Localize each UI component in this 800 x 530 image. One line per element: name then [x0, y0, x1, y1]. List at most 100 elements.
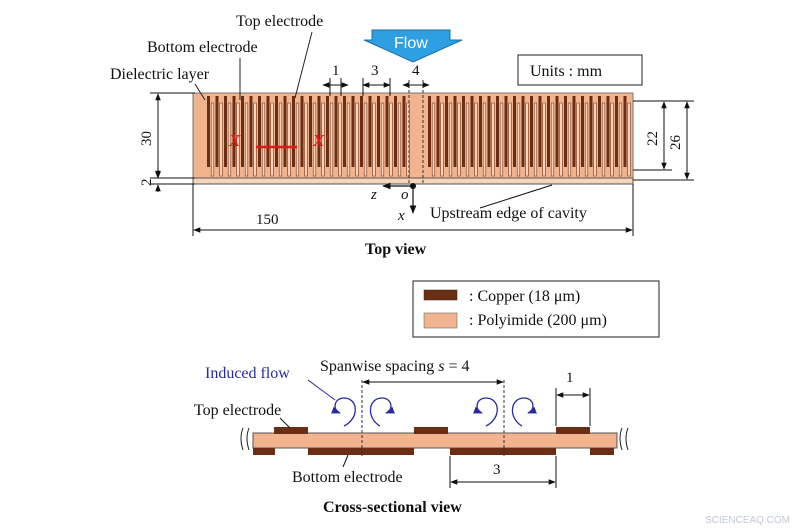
top-electrode-strip: [598, 96, 601, 167]
cross-bottom-electrode: [590, 448, 614, 455]
bottom-electrode-strip: [610, 102, 614, 177]
top-view: Flow Units : mm Top electrode Bottom ele…: [110, 13, 694, 258]
bottom-electrode-strip: [380, 102, 385, 177]
break-mark-right: [619, 427, 629, 451]
induced-flow-vortices: [331, 397, 537, 427]
cross-top-electrode: [274, 427, 308, 434]
top-electrode-strip: [453, 96, 457, 167]
bottom-electrode-strip: [346, 102, 351, 177]
bottom-electrode-strip: [253, 102, 257, 177]
cs-top-electrode-leader: [279, 417, 291, 429]
dim-26-label: 26: [668, 135, 684, 151]
section-label-start: X: [228, 131, 241, 150]
top-electrode-strip: [343, 96, 346, 167]
top-electrode-strip: [504, 96, 508, 167]
top-electrode-strip: [249, 96, 253, 167]
origin-label: o: [401, 187, 409, 203]
dim-2-label: 2: [139, 179, 155, 187]
bottom-electrode-label: Bottom electrode: [147, 39, 258, 56]
top-electrode-strip: [207, 96, 210, 167]
cs-top-electrode-label: Top electrode: [194, 402, 281, 419]
electrode-array: [207, 96, 631, 177]
top-view-caption: Top view: [365, 241, 427, 258]
bottom-electrode-strip: [567, 102, 572, 177]
top-electrode-strip: [564, 96, 567, 167]
top-electrode-strip: [470, 96, 474, 167]
cross-bottom-electrode: [450, 448, 556, 455]
bottom-electrode-strip: [372, 102, 376, 177]
bottom-electrode-strip: [304, 102, 308, 177]
top-electrode-strip: [538, 96, 542, 167]
bottom-electrode-strip: [550, 102, 555, 177]
bottom-electrode-strip: [559, 102, 563, 177]
induced-flow-leader: [307, 379, 336, 401]
spacing-symbol: s: [438, 358, 444, 375]
watermark: SCIENCEAQ.COM: [705, 515, 790, 526]
bottom-electrode-strip: [219, 102, 223, 177]
top-electrode-strip: [436, 96, 440, 167]
top-electrode-strip: [360, 96, 363, 167]
top-electrode-strip: [487, 96, 491, 167]
units-box: [517, 54, 643, 86]
top-electrode-strip: [275, 96, 278, 167]
bottom-electrode-strip: [516, 102, 521, 177]
break-mark-left: [240, 427, 250, 451]
top-electrode-strip: [623, 96, 627, 167]
bottom-electrode-strip: [236, 102, 240, 177]
top-electrode-strip: [309, 96, 312, 167]
dim-4-label: 4: [412, 63, 420, 79]
bottom-electrode-strip: [542, 102, 546, 177]
vortex-4: [511, 397, 537, 427]
bottom-electrode-strip: [389, 102, 393, 177]
dim-cs-1-label: 1: [566, 370, 574, 386]
bottom-electrode-strip: [576, 102, 580, 177]
top-electrode-strip: [258, 96, 261, 167]
top-electrode-strip: [428, 96, 431, 167]
top-electrode-strip: [377, 96, 380, 167]
bottom-electrode-strip: [338, 102, 342, 177]
legend-polyimide-swatch: [423, 312, 458, 329]
top-electrode-strip: [462, 96, 465, 167]
bottom-electrode-strip: [440, 102, 444, 177]
bottom-electrode-strip: [210, 102, 215, 177]
top-electrode-strip: [317, 96, 321, 167]
bottom-electrode-strip: [244, 102, 249, 177]
bottom-electrode-strip: [593, 102, 597, 177]
bottom-electrode-strip: [355, 102, 359, 177]
top-electrode-strip: [581, 96, 584, 167]
bottom-electrode-strip: [261, 102, 266, 177]
bottom-electrode-strip: [329, 102, 334, 177]
dim-cs-3-label: 3: [493, 462, 501, 478]
top-electrode-strip: [572, 96, 576, 167]
legend-polyimide-label: : Polyimide (200 μm): [469, 312, 607, 329]
top-electrode-strip: [402, 96, 406, 167]
upstream-edge-label: Upstream edge of cavity: [430, 205, 587, 222]
cross-bottom-electrode: [308, 448, 414, 455]
top-electrode-strip: [300, 96, 304, 167]
bottom-electrode-strip: [482, 102, 487, 177]
spacing-value: = 4: [448, 358, 469, 375]
legend-copper-label: : Copper (18 μm): [469, 288, 580, 305]
bottom-electrode-strip: [431, 102, 436, 177]
bottom-electrode-strip: [287, 102, 291, 177]
vortex-3: [473, 397, 498, 427]
flow-arrow: Flow: [363, 29, 463, 63]
bottom-electrode-strip: [474, 102, 478, 177]
bottom-electrode-strip: [584, 102, 589, 177]
legend-copper-swatch: [423, 289, 458, 301]
dielectric-layer-leader: [194, 83, 206, 101]
top-electrode-strip: [283, 96, 287, 167]
top-electrode-strip: [241, 96, 244, 167]
top-electrode-strip: [385, 96, 389, 167]
induced-flow-label: Induced flow: [205, 365, 290, 382]
bottom-electrode-strip: [491, 102, 495, 177]
top-electrode-strip: [479, 96, 482, 167]
bottom-electrode-strip: [278, 102, 283, 177]
vortex-1: [331, 397, 356, 427]
top-electrode-strip: [224, 96, 227, 167]
vortex-2: [369, 397, 395, 427]
cross-dielectric: [252, 432, 618, 449]
dim-1-label: 1: [332, 63, 340, 79]
top-electrode-strip: [445, 96, 448, 167]
